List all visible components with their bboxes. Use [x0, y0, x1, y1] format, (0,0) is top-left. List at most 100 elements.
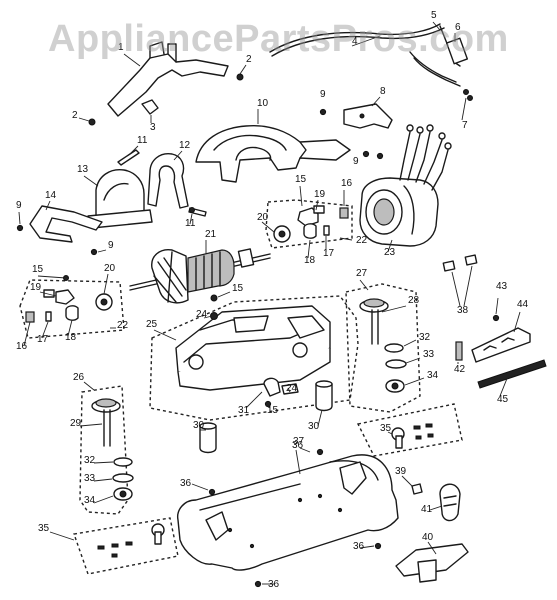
part-number-27: 27 [356, 268, 368, 279]
part-number-19a: 19 [314, 189, 326, 200]
part-number-13: 13 [77, 164, 89, 175]
group-gear-assembly-right [345, 279, 425, 413]
part-number-36d: 36 [268, 579, 280, 590]
part-number-42: 42 [454, 364, 466, 375]
part-number-11a: 11 [137, 135, 148, 146]
part-number-32b: 32 [84, 455, 96, 466]
group-brush-assembly-left [19, 273, 125, 347]
part-number-36a: 36 [292, 440, 304, 451]
part-screw-15-mid [210, 291, 231, 302]
part-number-9c: 9 [16, 200, 22, 211]
part-number-3: 3 [150, 122, 156, 133]
part-bracket-14 [29, 200, 103, 243]
part-armature-21 [129, 240, 271, 304]
part-screw-9-upper [319, 108, 384, 160]
part-number-31: 31 [238, 405, 250, 416]
part-number-16a: 16 [341, 178, 353, 189]
part-pin-11-top [117, 145, 140, 166]
part-number-5: 5 [431, 10, 437, 21]
part-number-1: 1 [118, 42, 124, 53]
part-number-32a: 32 [419, 332, 431, 343]
part-motor-cover-10 [195, 109, 351, 183]
part-number-35b: 35 [38, 523, 50, 534]
part-number-21: 21 [205, 229, 217, 240]
part-number-15c: 15 [232, 283, 244, 294]
part-number-25: 25 [146, 319, 158, 330]
part-number-33a: 33 [423, 349, 435, 360]
part-bushing-30 [199, 380, 333, 454]
part-number-17a: 17 [323, 248, 335, 259]
part-number-2b: 2 [72, 110, 78, 121]
part-number-18b: 18 [65, 332, 77, 343]
part-number-26: 26 [73, 372, 85, 383]
part-number-9a: 9 [320, 89, 326, 100]
part-number-38: 38 [457, 305, 469, 316]
part-guard-12 [147, 150, 189, 209]
part-number-44: 44 [517, 299, 529, 310]
part-number-20a: 20 [257, 212, 269, 223]
part-number-17b: 17 [37, 334, 49, 345]
part-number-36b: 36 [180, 478, 192, 489]
part-number-33b: 33 [84, 473, 96, 484]
group-main-housing [149, 295, 359, 421]
part-base-plate-37 [177, 447, 399, 588]
part-number-24a: 24 [196, 309, 208, 320]
part-number-24b: 24 [286, 383, 298, 394]
part-number-14: 14 [45, 190, 57, 201]
part-pin-11-lower [188, 207, 207, 225]
part-brush-holders-38 [442, 254, 478, 307]
part-number-16b: 16 [16, 341, 28, 352]
part-number-2a: 2 [246, 54, 252, 65]
part-number-35a: 35 [380, 423, 392, 434]
part-number-37: 37 [293, 436, 305, 447]
part-clip-3 [141, 99, 159, 123]
part-number-39: 39 [395, 466, 407, 477]
part-number-29: 29 [70, 418, 82, 429]
part-number-34a: 34 [427, 370, 439, 381]
part-number-labels: 1223456789999101111121314151515151616171… [16, 10, 529, 590]
part-stator-23 [359, 124, 452, 253]
part-number-6: 6 [455, 22, 461, 33]
part-number-9b: 9 [353, 156, 359, 167]
part-number-45: 45 [497, 394, 509, 405]
part-number-15d: 15 [267, 405, 279, 416]
part-number-20b: 20 [104, 263, 116, 274]
part-number-22b: 22 [117, 320, 129, 331]
part-number-15a: 15 [295, 174, 307, 185]
part-knob-24-31 [245, 377, 299, 409]
part-39-40-41 [395, 475, 469, 583]
part-number-18a: 18 [304, 255, 316, 266]
part-number-15b: 15 [32, 264, 44, 275]
part-number-12: 12 [179, 140, 191, 151]
group-gear-assembly-left [79, 381, 134, 515]
part-bracket-8 [343, 96, 393, 129]
part-number-43: 43 [496, 281, 508, 292]
part-number-40: 40 [422, 532, 434, 543]
part-number-9d: 9 [108, 240, 114, 251]
part-handle-bracket [107, 41, 229, 117]
part-number-7: 7 [462, 120, 468, 131]
part-number-8: 8 [380, 86, 386, 97]
part-number-22a: 22 [356, 235, 368, 246]
part-screw-2-top [236, 64, 247, 81]
part-number-28: 28 [408, 295, 420, 306]
group-brush-assembly-right [261, 185, 353, 259]
part-screw-2-left [78, 117, 96, 126]
part-screw-9-lower [16, 211, 107, 256]
part-number-23: 23 [384, 247, 396, 258]
part-number-34b: 34 [84, 495, 96, 506]
part-number-36c: 36 [353, 541, 365, 552]
part-number-30a: 30 [193, 420, 205, 431]
group-35-right [356, 403, 463, 457]
part-number-19b: 19 [30, 282, 42, 293]
part-42-43-44-45 [455, 297, 547, 397]
part-power-cord [269, 21, 473, 121]
part-number-41: 41 [421, 504, 433, 515]
part-number-10: 10 [257, 98, 269, 109]
part-blade-guard-13 [83, 169, 153, 229]
group-35-left [49, 517, 179, 575]
part-number-30b: 30 [308, 421, 320, 432]
part-number-11b: 11 [185, 218, 196, 229]
part-number-4: 4 [352, 36, 358, 47]
